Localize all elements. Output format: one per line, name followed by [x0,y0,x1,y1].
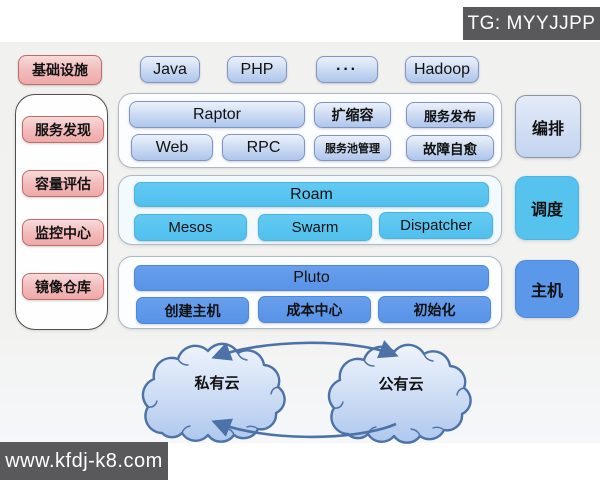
chip-hadoop: Hadoop [405,56,479,83]
node-cost-center: 成本中心 [258,296,371,323]
node-scale-in-out: 扩缩容 [314,102,391,128]
node-pluto: Pluto [134,265,489,291]
chip-java: Java [140,56,200,83]
node-swarm: Swarm [258,214,372,241]
chip-ellipsis: ··· [316,56,378,83]
chip-php: PHP [227,56,287,83]
host-panel: Pluto 创建主机 成本中心 初始化 [118,256,502,329]
btn-monitoring-center: 监控中心 [22,219,104,246]
btn-capacity-evaluation: 容量评估 [22,170,104,197]
node-web: Web [131,134,213,161]
node-initialization: 初始化 [378,296,491,323]
side-label-scheduling: 调度 [515,176,579,240]
cloud-private-label: 私有云 [193,374,239,392]
node-service-pool-mgmt: 服务池管理 [314,135,391,161]
scheduling-panel: Roam Mesos Swarm Dispatcher [118,175,502,245]
node-dispatcher: Dispatcher [379,212,493,239]
infrastructure-panel: 服务发现 容量评估 监控中心 镜像仓库 [15,94,108,330]
node-create-host: 创建主机 [136,297,249,324]
node-raptor: Raptor [129,101,305,128]
node-rpc: RPC [222,134,305,161]
node-mesos: Mesos [134,214,247,241]
arrow-top [211,340,399,361]
arrow-bottom [211,418,397,439]
orchestration-panel: Raptor 扩缩容 服务发布 Web RPC 服务池管理 故障自愈 [118,93,502,168]
node-roam: Roam [134,182,489,207]
node-service-release: 服务发布 [406,102,494,128]
btn-image-registry: 镜像仓库 [22,273,104,300]
side-label-host: 主机 [515,260,579,318]
cloud-diagram: 私有云 公有云 [141,340,472,444]
cloud-public [327,343,472,444]
cloud-private [141,342,286,443]
watermark-badge: www.kfdj-k8.com [0,442,168,480]
btn-service-discovery: 服务发现 [22,116,104,143]
infrastructure-title-chip: 基础设施 [18,55,102,85]
tg-watermark-badge: TG: MYYJJPP [463,7,600,40]
node-fault-self-healing: 故障自愈 [406,135,494,161]
cloud-public-label: 公有云 [378,375,423,393]
side-label-orchestration: 编排 [515,95,581,158]
